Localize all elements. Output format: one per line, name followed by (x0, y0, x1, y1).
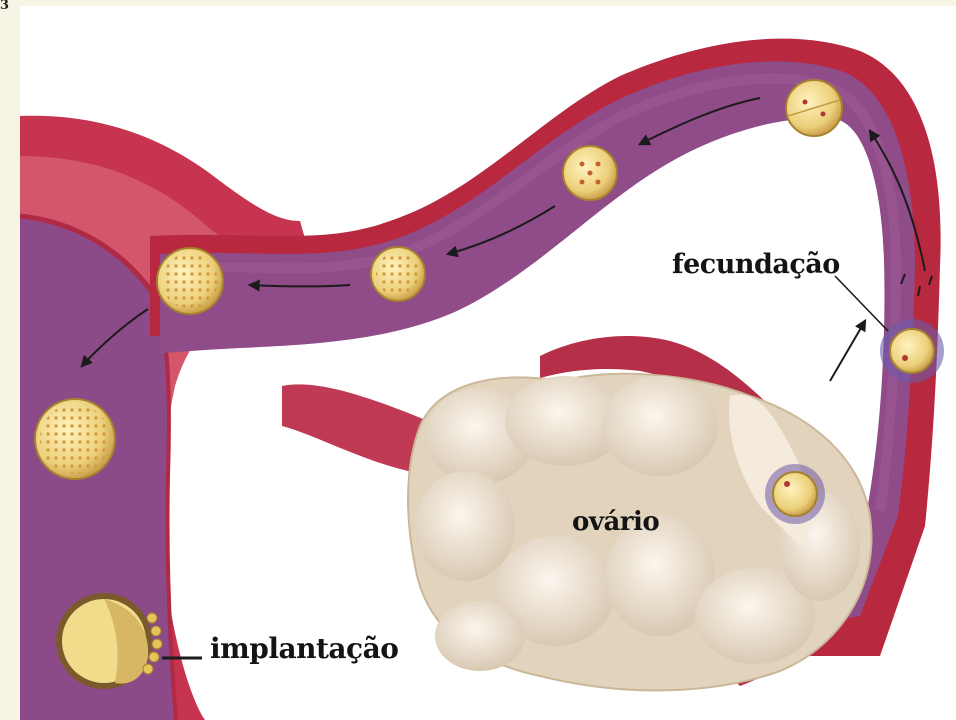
arrow-icon (830, 321, 865, 381)
embryo-4cell-icon (563, 146, 617, 200)
implantation-label: implantação (210, 632, 398, 665)
embryo-8cell-icon (371, 247, 425, 301)
fertilized-egg-icon (880, 319, 944, 383)
blastocyst-icon (35, 399, 115, 479)
zygote-2cell-icon (786, 80, 842, 136)
ovary-label: ovário (572, 507, 659, 537)
corner-mark: 3 (0, 0, 14, 12)
morula-icon (157, 248, 223, 314)
fertilization-label: fecundação (672, 249, 840, 280)
reproduction-diagram (20, 6, 956, 720)
diagram-stage: fecundação ovário implantação (20, 6, 956, 720)
released-ovum-icon (765, 464, 825, 524)
fertilization-pointer (835, 276, 888, 331)
